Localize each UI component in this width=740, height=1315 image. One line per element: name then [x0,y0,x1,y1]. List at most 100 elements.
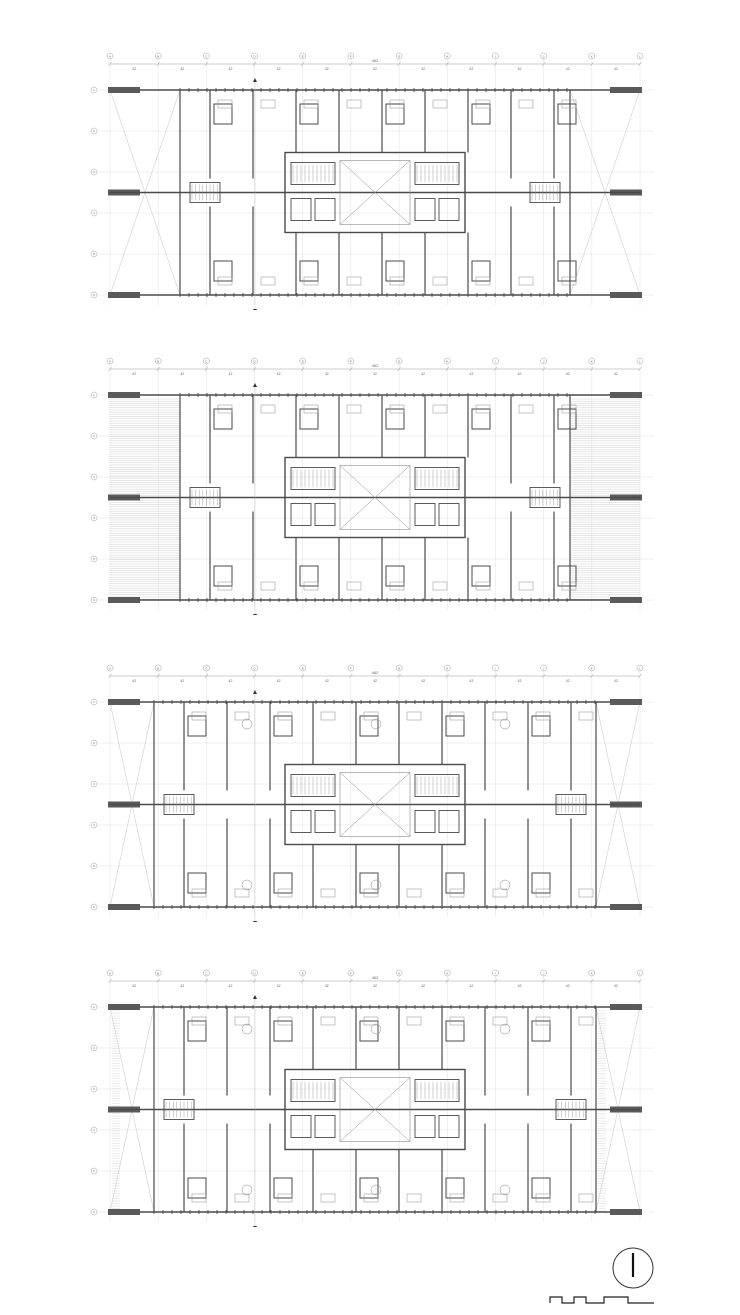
grid-column-label: A [109,972,111,976]
dimension-tick [590,673,594,679]
secondary-stair [163,1099,195,1120]
grid-row-label: 5 [93,1169,95,1173]
corner-column [108,87,140,93]
bay-dimension-label: 42 [469,67,473,71]
dimension-tick [204,978,209,984]
grid-bubble [90,86,98,94]
bay-dimension-label: 42 [614,372,618,376]
furniture [449,888,465,898]
bathroom [557,565,577,587]
section-marker [253,614,257,615]
corner-column [610,597,642,603]
furniture [217,581,233,591]
bathroom [273,1020,293,1042]
elevator-shaft [314,1115,336,1138]
dining-table [370,1184,382,1196]
furniture [260,276,276,286]
atrium-void [339,160,411,225]
furniture [217,276,233,286]
bay-dimension-label: 42 [421,67,425,71]
grid-column-label: G [398,55,401,59]
grid-column-label: C [205,55,208,59]
corner-column [610,292,642,298]
grid-bubble [90,862,98,870]
grid-column-label: C [205,360,208,364]
bathroom [531,1020,551,1042]
dining-table [499,1184,511,1196]
grid-row-label: 5 [93,864,95,868]
grid-column-label: E [302,360,304,364]
bay-dimension-label: 42 [469,372,473,376]
furniture [492,1016,508,1026]
furniture [492,888,508,898]
furniture [303,581,319,591]
section-marker [253,78,257,82]
bathroom [187,715,207,737]
corner-column [108,292,140,298]
dimension-tick [590,978,594,984]
bay-dimension-label: 42 [614,67,618,71]
atrium-cross [339,465,411,530]
grid-bubble [90,1044,98,1052]
furniture [363,1193,379,1203]
section-marker [253,995,257,999]
furniture [389,404,405,414]
grid-column-label: A [109,55,111,59]
corner-column [610,904,642,910]
elevator-shaft [438,810,460,833]
bathroom [359,715,379,737]
grid-bubble [90,1126,98,1134]
furniture [217,404,233,414]
grid-bubble [90,391,98,399]
furniture [346,99,362,109]
bathroom [299,565,319,587]
elevator-shaft [438,503,460,526]
furniture [449,1016,465,1026]
bathroom [385,565,405,587]
bathroom [187,1020,207,1042]
grid-row-label: 2 [93,741,95,745]
furniture [363,711,379,721]
bay-dimension-label: 42 [132,67,136,71]
bathroom [385,260,405,282]
bathroom [359,1020,379,1042]
furniture [346,404,362,414]
grid-row-label: 6 [93,905,95,909]
dimension-tick [445,61,449,67]
bay-dimension-label: 42 [566,372,570,376]
grid-column-label: K [591,972,593,976]
dimension-tick [638,61,642,67]
dimension-tick [301,61,305,67]
grid-bubble [90,555,98,563]
furniture [432,276,448,286]
dimension-tick [541,366,546,372]
grid-row-label: 2 [93,129,95,133]
corner-column [108,699,140,705]
grid-bubble [90,698,98,706]
dimension-tick [349,978,353,984]
dimension-tick [108,673,112,679]
furniture [475,404,491,414]
stair [290,467,336,490]
furniture [303,99,319,109]
overall-dimension-label: 462 [372,975,379,980]
furniture [303,276,319,286]
furniture [320,1016,336,1026]
furniture [535,1193,551,1203]
secondary-stair [555,794,587,815]
dimension-tick [349,673,353,679]
furniture [234,1016,250,1026]
bay-dimension-label: 42 [421,679,425,683]
grid-row-label: 4 [93,1128,95,1132]
corner-column [610,1209,642,1215]
grid-row-label: 3 [93,170,95,174]
grid-bubble [90,1085,98,1093]
grid-column-label: L [639,55,641,59]
bay-dimension-label: 42 [180,679,184,683]
north-arrow-icon [612,1247,654,1289]
bathroom [385,408,405,430]
elevator-shaft [438,1115,460,1138]
dining-table [499,879,511,891]
central-core [284,763,466,846]
